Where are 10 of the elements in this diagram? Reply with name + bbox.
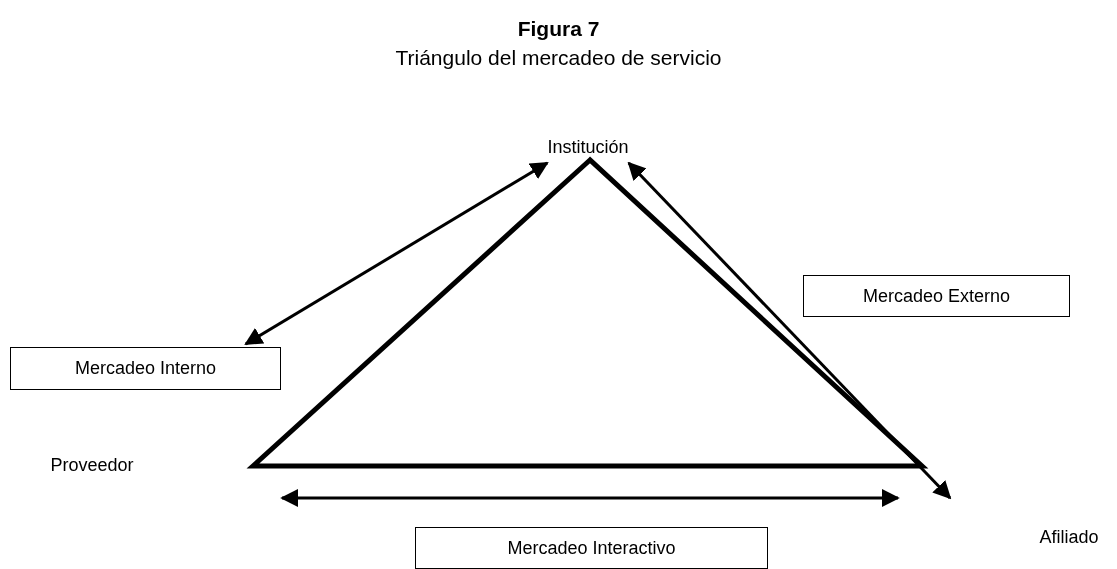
double-arrow — [244, 161, 549, 346]
figure-title: Figura 7 — [516, 16, 601, 42]
label-box: Mercadeo Interno — [10, 347, 281, 390]
figure-caption: Triángulo del mercadeo de servicio — [394, 45, 723, 71]
label-box: Mercadeo Externo — [803, 275, 1070, 317]
vertex-label: Institución — [520, 134, 656, 160]
double-arrow — [627, 161, 952, 500]
vertex-label: Proveedor — [30, 452, 154, 478]
vertex-label: Afiliado — [1026, 524, 1112, 550]
label-box: Mercadeo Interactivo — [415, 527, 768, 569]
